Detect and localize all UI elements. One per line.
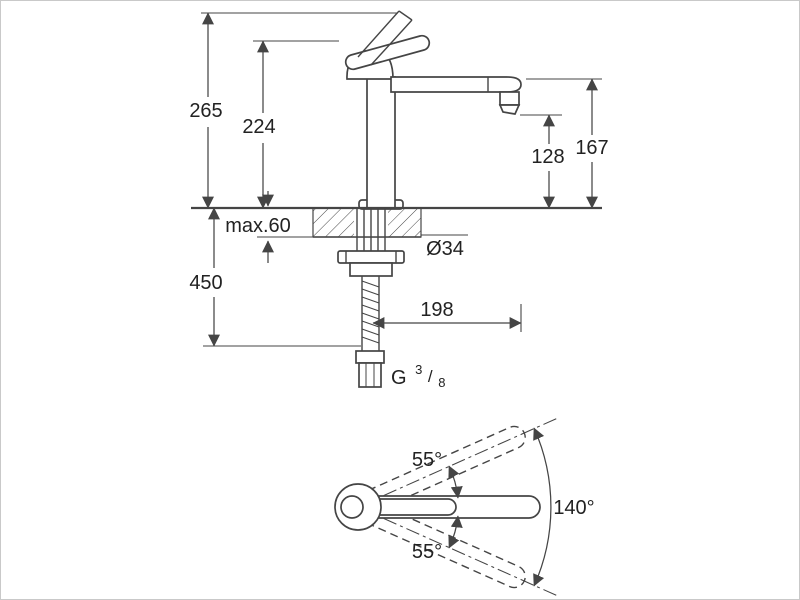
dim-deck-thickness: max.60 [225, 191, 313, 263]
swivel-centerline-upper [383, 417, 558, 497]
arc-lower-swivel [448, 515, 463, 549]
lever-handle [344, 34, 431, 71]
dim-hole-diameter: Ø34 [421, 234, 468, 260]
plan-view: 140° 55° 55° [334, 417, 595, 597]
mounting-nut [349, 262, 393, 277]
angle-label-140: 140° [553, 497, 594, 519]
arc-upper-swivel [448, 465, 463, 499]
dim-label-450: 450 [189, 272, 222, 294]
dim-label-max60: max.60 [225, 215, 291, 237]
hose-connector-collar [355, 350, 385, 364]
lever-raised-phantom [357, 10, 413, 66]
thread-slash: / [428, 367, 433, 386]
dim-spout-top-height: 167 [526, 78, 609, 209]
below-deck-assembly [337, 208, 405, 388]
angle-label-55-lower: 55° [412, 541, 442, 563]
dim-height-to-lever: 224 [242, 40, 339, 209]
thread-denominator: 8 [438, 375, 445, 390]
swivel-angles: 140° 55° 55° [412, 427, 595, 587]
cartridge-top-view [340, 495, 364, 519]
aerator-tip [498, 104, 521, 115]
faucet-body [344, 10, 522, 210]
supply-tubes [356, 208, 386, 251]
dim-overall-height: 265 [189, 12, 398, 209]
dim-label-167: 167 [575, 137, 608, 159]
dim-outlet-height: 128 [520, 114, 565, 209]
thread-numerator: 3 [415, 362, 422, 377]
hose-braid [361, 280, 380, 344]
dim-spout-reach: 198 [372, 299, 522, 332]
spout-swivel-upper-phantom [355, 417, 558, 517]
dim-label-thread: G 3 / 8 [391, 357, 445, 390]
flex-hose [361, 276, 380, 351]
swivel-centerline-lower [383, 517, 558, 597]
angle-label-55-upper: 55° [412, 449, 442, 471]
body-column [366, 76, 396, 209]
mounting-flange [337, 250, 405, 264]
dim-label-128: 128 [531, 146, 564, 168]
dim-label-dia34: Ø34 [426, 238, 464, 260]
thread-g: G [391, 367, 407, 389]
spout-swivel-lower-phantom [355, 497, 558, 597]
side-view: 265 224 128 167 max.60 [189, 10, 609, 390]
counter-slab [312, 207, 422, 238]
dim-label-265: 265 [189, 100, 222, 122]
spout-arm [390, 76, 522, 93]
spout-outlet [499, 91, 520, 106]
hose-connector-nut [358, 362, 382, 388]
dim-label-198: 198 [420, 299, 453, 321]
dim-below-deck-length: 450 [189, 207, 361, 347]
dim-label-224: 224 [242, 116, 275, 138]
lever-top-view [365, 498, 457, 516]
arc-total-swivel [533, 427, 552, 587]
